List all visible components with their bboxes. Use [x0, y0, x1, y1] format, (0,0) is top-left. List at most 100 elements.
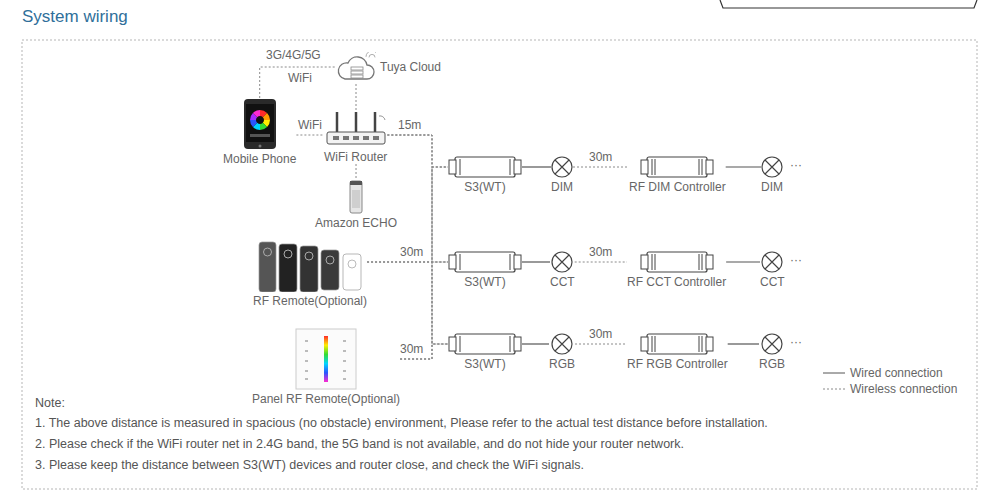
wired-link — [522, 343, 549, 344]
device-node: Panel RF Remote(Optional) — [252, 328, 400, 406]
echo-grille — [352, 190, 360, 208]
router-antenna — [335, 112, 338, 132]
module-ridge — [652, 336, 653, 352]
lamp-cross — [765, 337, 779, 351]
panel-key — [305, 360, 308, 362]
lamp-circle — [762, 157, 782, 177]
module-body — [455, 157, 515, 177]
wireless-link — [296, 135, 324, 136]
server-bar — [351, 75, 363, 78]
terminal-block — [706, 160, 713, 174]
node-label: RF DIM Controller — [629, 180, 726, 194]
controller-node: S3(WT) — [448, 333, 522, 371]
panel-frame — [296, 329, 356, 389]
phone-icon — [243, 98, 277, 150]
ctrl-icon — [640, 251, 714, 273]
lamp-cross — [555, 160, 569, 174]
module-ridge — [510, 336, 511, 352]
distance-label: ··· — [790, 253, 802, 267]
node-label: DIM — [761, 180, 783, 194]
controller-node: S3(WT) — [448, 251, 522, 289]
wired-link — [726, 261, 760, 262]
controller-node: S3(WT) — [448, 156, 522, 194]
panel-key — [343, 350, 346, 352]
lamp-node: CCT — [550, 251, 575, 289]
note-text: Note: — [35, 396, 65, 410]
node-label: Mobile Phone — [223, 152, 296, 166]
color-wheel — [263, 113, 270, 120]
legend-sample — [822, 382, 846, 396]
lamp-circle — [762, 334, 782, 354]
panel-key — [343, 360, 346, 362]
lamp-cross — [555, 337, 569, 351]
module-body — [455, 252, 515, 272]
node-label: S3(WT) — [464, 275, 505, 289]
link-label: 30m — [587, 245, 614, 259]
panel-icon — [295, 328, 357, 390]
device-node: RF Remote(Optional) — [253, 240, 367, 308]
lamp-node: RGB — [759, 333, 785, 371]
module-ridge — [510, 254, 511, 270]
remote-button — [284, 250, 292, 258]
link-label: WiFi — [296, 118, 324, 132]
terminal-block — [514, 337, 521, 351]
node-label: S3(WT) — [464, 357, 505, 371]
router-icon — [325, 110, 387, 148]
module-ridge — [701, 254, 702, 270]
cropped-outline — [720, 0, 977, 8]
terminal-block — [641, 160, 648, 174]
device-node: Mobile Phone — [223, 98, 296, 166]
terminal-block — [449, 337, 456, 351]
module-ridge — [651, 254, 652, 270]
rf-remote — [259, 242, 276, 292]
node-label: RF CCT Controller — [627, 275, 726, 289]
module-ridge — [699, 159, 700, 175]
lamp-circle — [552, 334, 572, 354]
lamp-icon — [551, 251, 573, 273]
distance-label: 15m — [398, 118, 421, 132]
router-port — [343, 136, 349, 140]
wired-link — [522, 261, 550, 262]
cloud-icon — [336, 52, 376, 82]
color-wheel — [253, 110, 260, 117]
node-label: S3(WT) — [464, 180, 505, 194]
wireless-link — [356, 164, 357, 180]
terminal-block — [641, 337, 648, 351]
module-icon — [448, 156, 522, 178]
ctrl-icon — [640, 156, 714, 178]
router-port — [333, 136, 339, 140]
link-label: 30m — [587, 150, 614, 164]
legend-text: Wireless connection — [850, 382, 957, 396]
router-port — [373, 136, 379, 140]
phone-button — [258, 145, 261, 148]
terminal-block — [449, 160, 456, 174]
note-text: 2. Please check if the WiFi router net i… — [35, 437, 684, 451]
note-text: 3. Please keep the distance between S3(W… — [35, 458, 584, 472]
node-label: Tuya Cloud — [380, 60, 441, 74]
lamp-node: DIM — [551, 156, 573, 194]
panel-key — [343, 340, 346, 342]
server-bar — [351, 71, 363, 74]
wifi-arc — [379, 116, 385, 120]
node-label: WiFi Router — [324, 150, 387, 164]
router-antenna — [354, 112, 357, 132]
distance-label: 30m — [400, 245, 423, 259]
controller-node: RF DIM Controller — [629, 156, 726, 194]
diagram-title: System wiring — [22, 7, 128, 27]
distance-label: WiFi — [288, 71, 312, 85]
wireless-link — [367, 167, 448, 262]
terminal-block — [641, 255, 648, 269]
phone-body — [244, 99, 276, 149]
wireless-link — [575, 262, 627, 263]
remote-button — [326, 256, 334, 264]
color-wheel — [250, 120, 257, 127]
remote-button — [264, 248, 272, 256]
device-node: Amazon ECHO — [315, 180, 397, 230]
node-label: RGB — [759, 357, 785, 371]
module-ridge — [655, 336, 656, 352]
device-node: Tuya Cloud — [336, 52, 441, 82]
lamp-circle — [552, 157, 572, 177]
lamp-icon — [551, 333, 573, 355]
panel-key — [305, 378, 308, 380]
lamp-node: RGB — [549, 333, 575, 371]
